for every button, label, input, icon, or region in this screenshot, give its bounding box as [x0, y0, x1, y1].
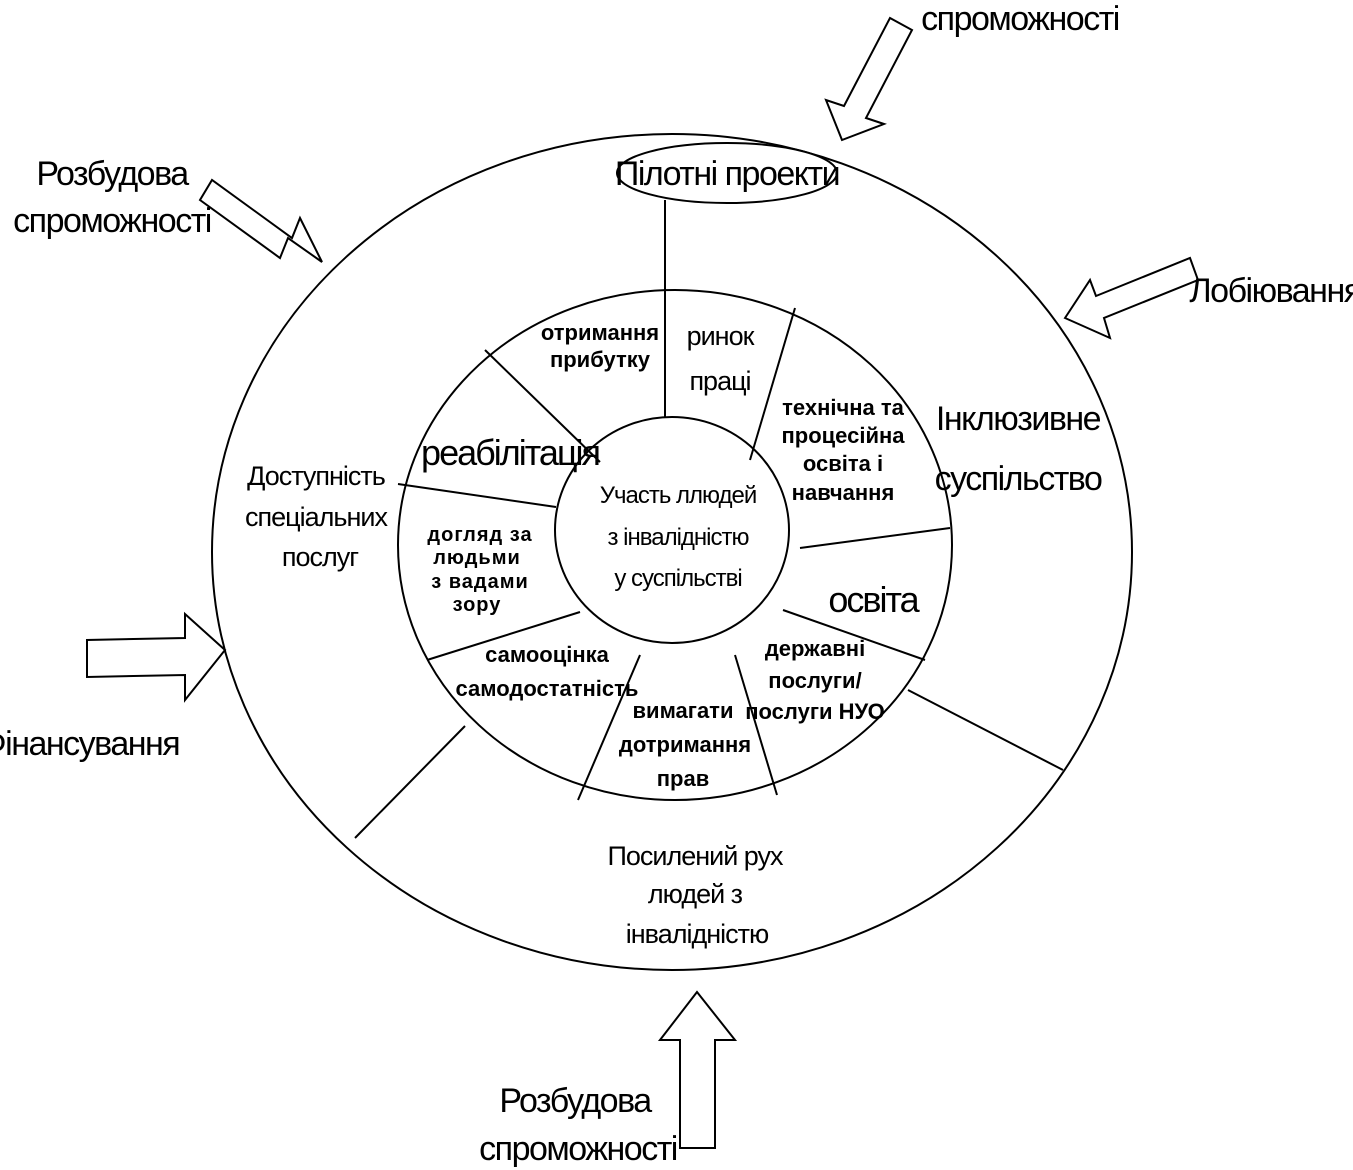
arrow-top-left: [198, 178, 323, 263]
rights-label-3: прав: [657, 766, 710, 791]
inner-ring: [397, 289, 953, 801]
center-circle: [554, 416, 790, 644]
arrow-left: [86, 611, 227, 703]
divider-profit-rehab: [484, 349, 601, 463]
arrow-bottom: [657, 990, 738, 1149]
arrow-top-right: [824, 16, 914, 142]
technical-label-4: навчання: [792, 480, 895, 505]
divider-selfesteem-rights: [577, 654, 641, 801]
selfesteem-label-2: самодостатність: [456, 676, 639, 701]
pilot-label: Пілотні проекти: [615, 155, 839, 193]
profit-label-2: прибутку: [550, 347, 651, 372]
label-bottom-2: спроможності: [479, 1130, 677, 1168]
label-top-right: спроможності: [921, 0, 1119, 38]
divider-outer-right: [907, 689, 1064, 771]
divider-technical-labor: [749, 307, 796, 461]
profit-label-1: отримання: [541, 320, 659, 345]
outer-ring: [211, 133, 1133, 971]
movement-label-1: Посилений рух: [607, 841, 784, 871]
technical-label-2: процесійна: [781, 423, 905, 448]
labor-label-1: ринок: [687, 321, 755, 351]
center-label-1: Участь ллюдей: [600, 482, 757, 509]
access-label-2: спеціальних: [245, 502, 388, 532]
access-label-1: Доступність: [247, 461, 385, 491]
divider-outer-left: [354, 725, 466, 839]
movement-label-3: інвалідністю: [626, 919, 769, 949]
inclusive-label-1: Інклюзивне: [936, 400, 1101, 438]
rights-label-2: дотримання: [619, 732, 751, 757]
care-label-4: зору: [453, 594, 502, 616]
rehab-label: реабілітація: [421, 432, 599, 473]
care-label-1: догляд за: [427, 524, 532, 546]
label-left: Фінансування: [0, 725, 179, 763]
label-top-left-1: Розбудова: [36, 155, 189, 193]
labor-label-2: праці: [689, 366, 750, 396]
divider-rights-services: [734, 654, 778, 796]
education-label: освіта: [828, 579, 920, 620]
services-label-3: послуги НУО: [745, 699, 885, 724]
inclusive-label-2: суспільство: [935, 460, 1102, 498]
arrow-right: [1063, 256, 1200, 340]
technical-label-3: освіта і: [803, 451, 883, 476]
divider-care-selfesteem: [426, 611, 581, 661]
divider-education-technical: [799, 527, 951, 549]
selfesteem-label-1: самооцінка: [485, 642, 610, 667]
pilot-oval: [616, 142, 838, 204]
rights-label-1: вимагати: [633, 698, 734, 723]
divider-services-education: [782, 609, 926, 661]
technical-label-1: технічна та: [782, 395, 905, 420]
label-bottom-1: Розбудова: [499, 1082, 652, 1120]
services-label-1: державні: [765, 636, 865, 661]
center-label-2: з інвалідністю: [607, 524, 748, 551]
care-label-2: людьми: [433, 547, 521, 569]
services-label-2: послуги/: [768, 668, 861, 693]
access-label-3: послуг: [282, 542, 359, 572]
center-label-3: у суспільстві: [614, 565, 741, 592]
label-right: Лобіювання: [1189, 272, 1353, 310]
movement-label-2: людей з: [648, 879, 743, 909]
label-top-left-2: спроможності: [13, 202, 211, 240]
care-label-3: з вадами: [431, 571, 529, 593]
divider-rehab-care: [397, 483, 557, 508]
